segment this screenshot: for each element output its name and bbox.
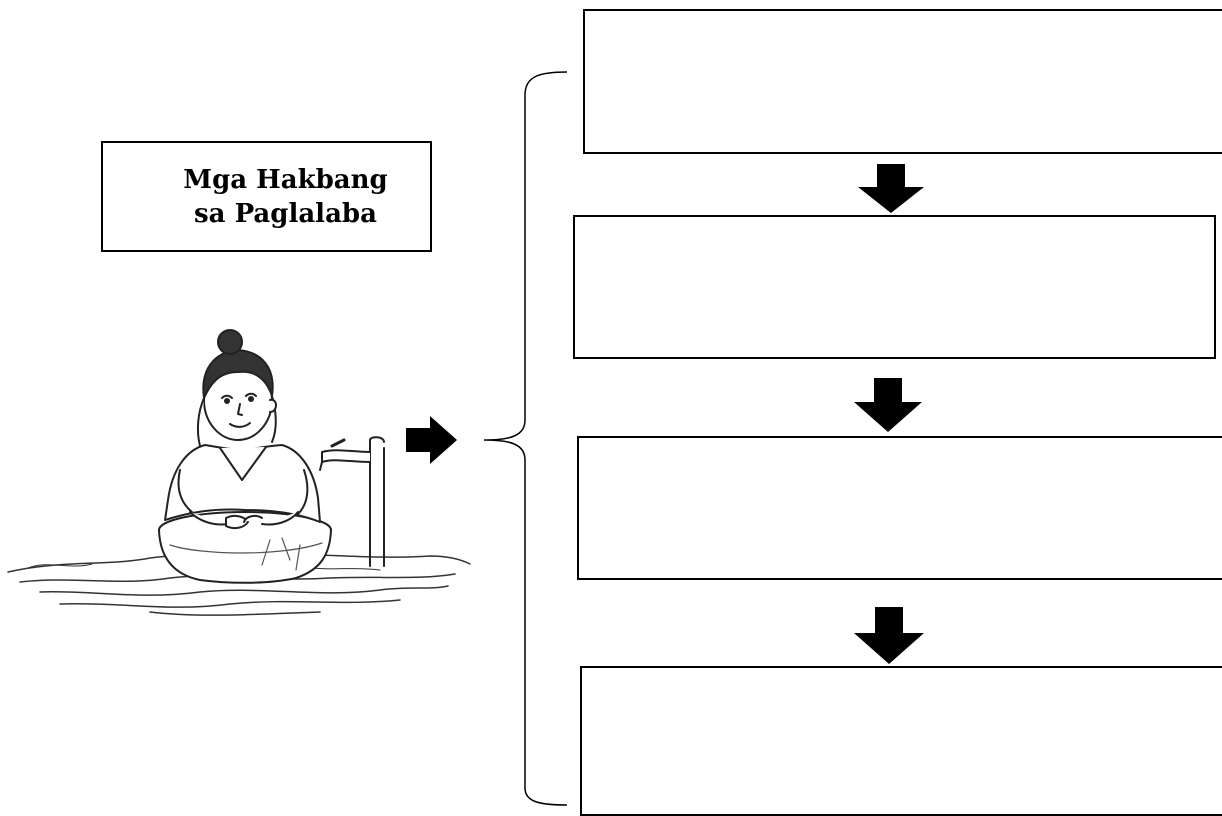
girl-body bbox=[164, 444, 321, 530]
title-box: Mga Hakbang sa Paglalaba bbox=[101, 141, 432, 252]
curly-brace bbox=[483, 71, 568, 806]
down-arrow-icon bbox=[854, 607, 924, 664]
step-box-1[interactable] bbox=[583, 9, 1222, 154]
faucet bbox=[319, 436, 385, 567]
step-box-3[interactable] bbox=[577, 436, 1222, 580]
girl-washing-illustration bbox=[7, 329, 471, 616]
down-arrow-icon bbox=[858, 164, 924, 213]
right-arrow-icon bbox=[406, 416, 457, 464]
down-arrow-icon bbox=[854, 378, 922, 432]
girl-head bbox=[196, 329, 277, 447]
step-box-2[interactable] bbox=[573, 215, 1216, 359]
title-line-2: sa Paglalaba bbox=[194, 198, 377, 229]
title-line-1: Mga Hakbang bbox=[183, 164, 388, 195]
